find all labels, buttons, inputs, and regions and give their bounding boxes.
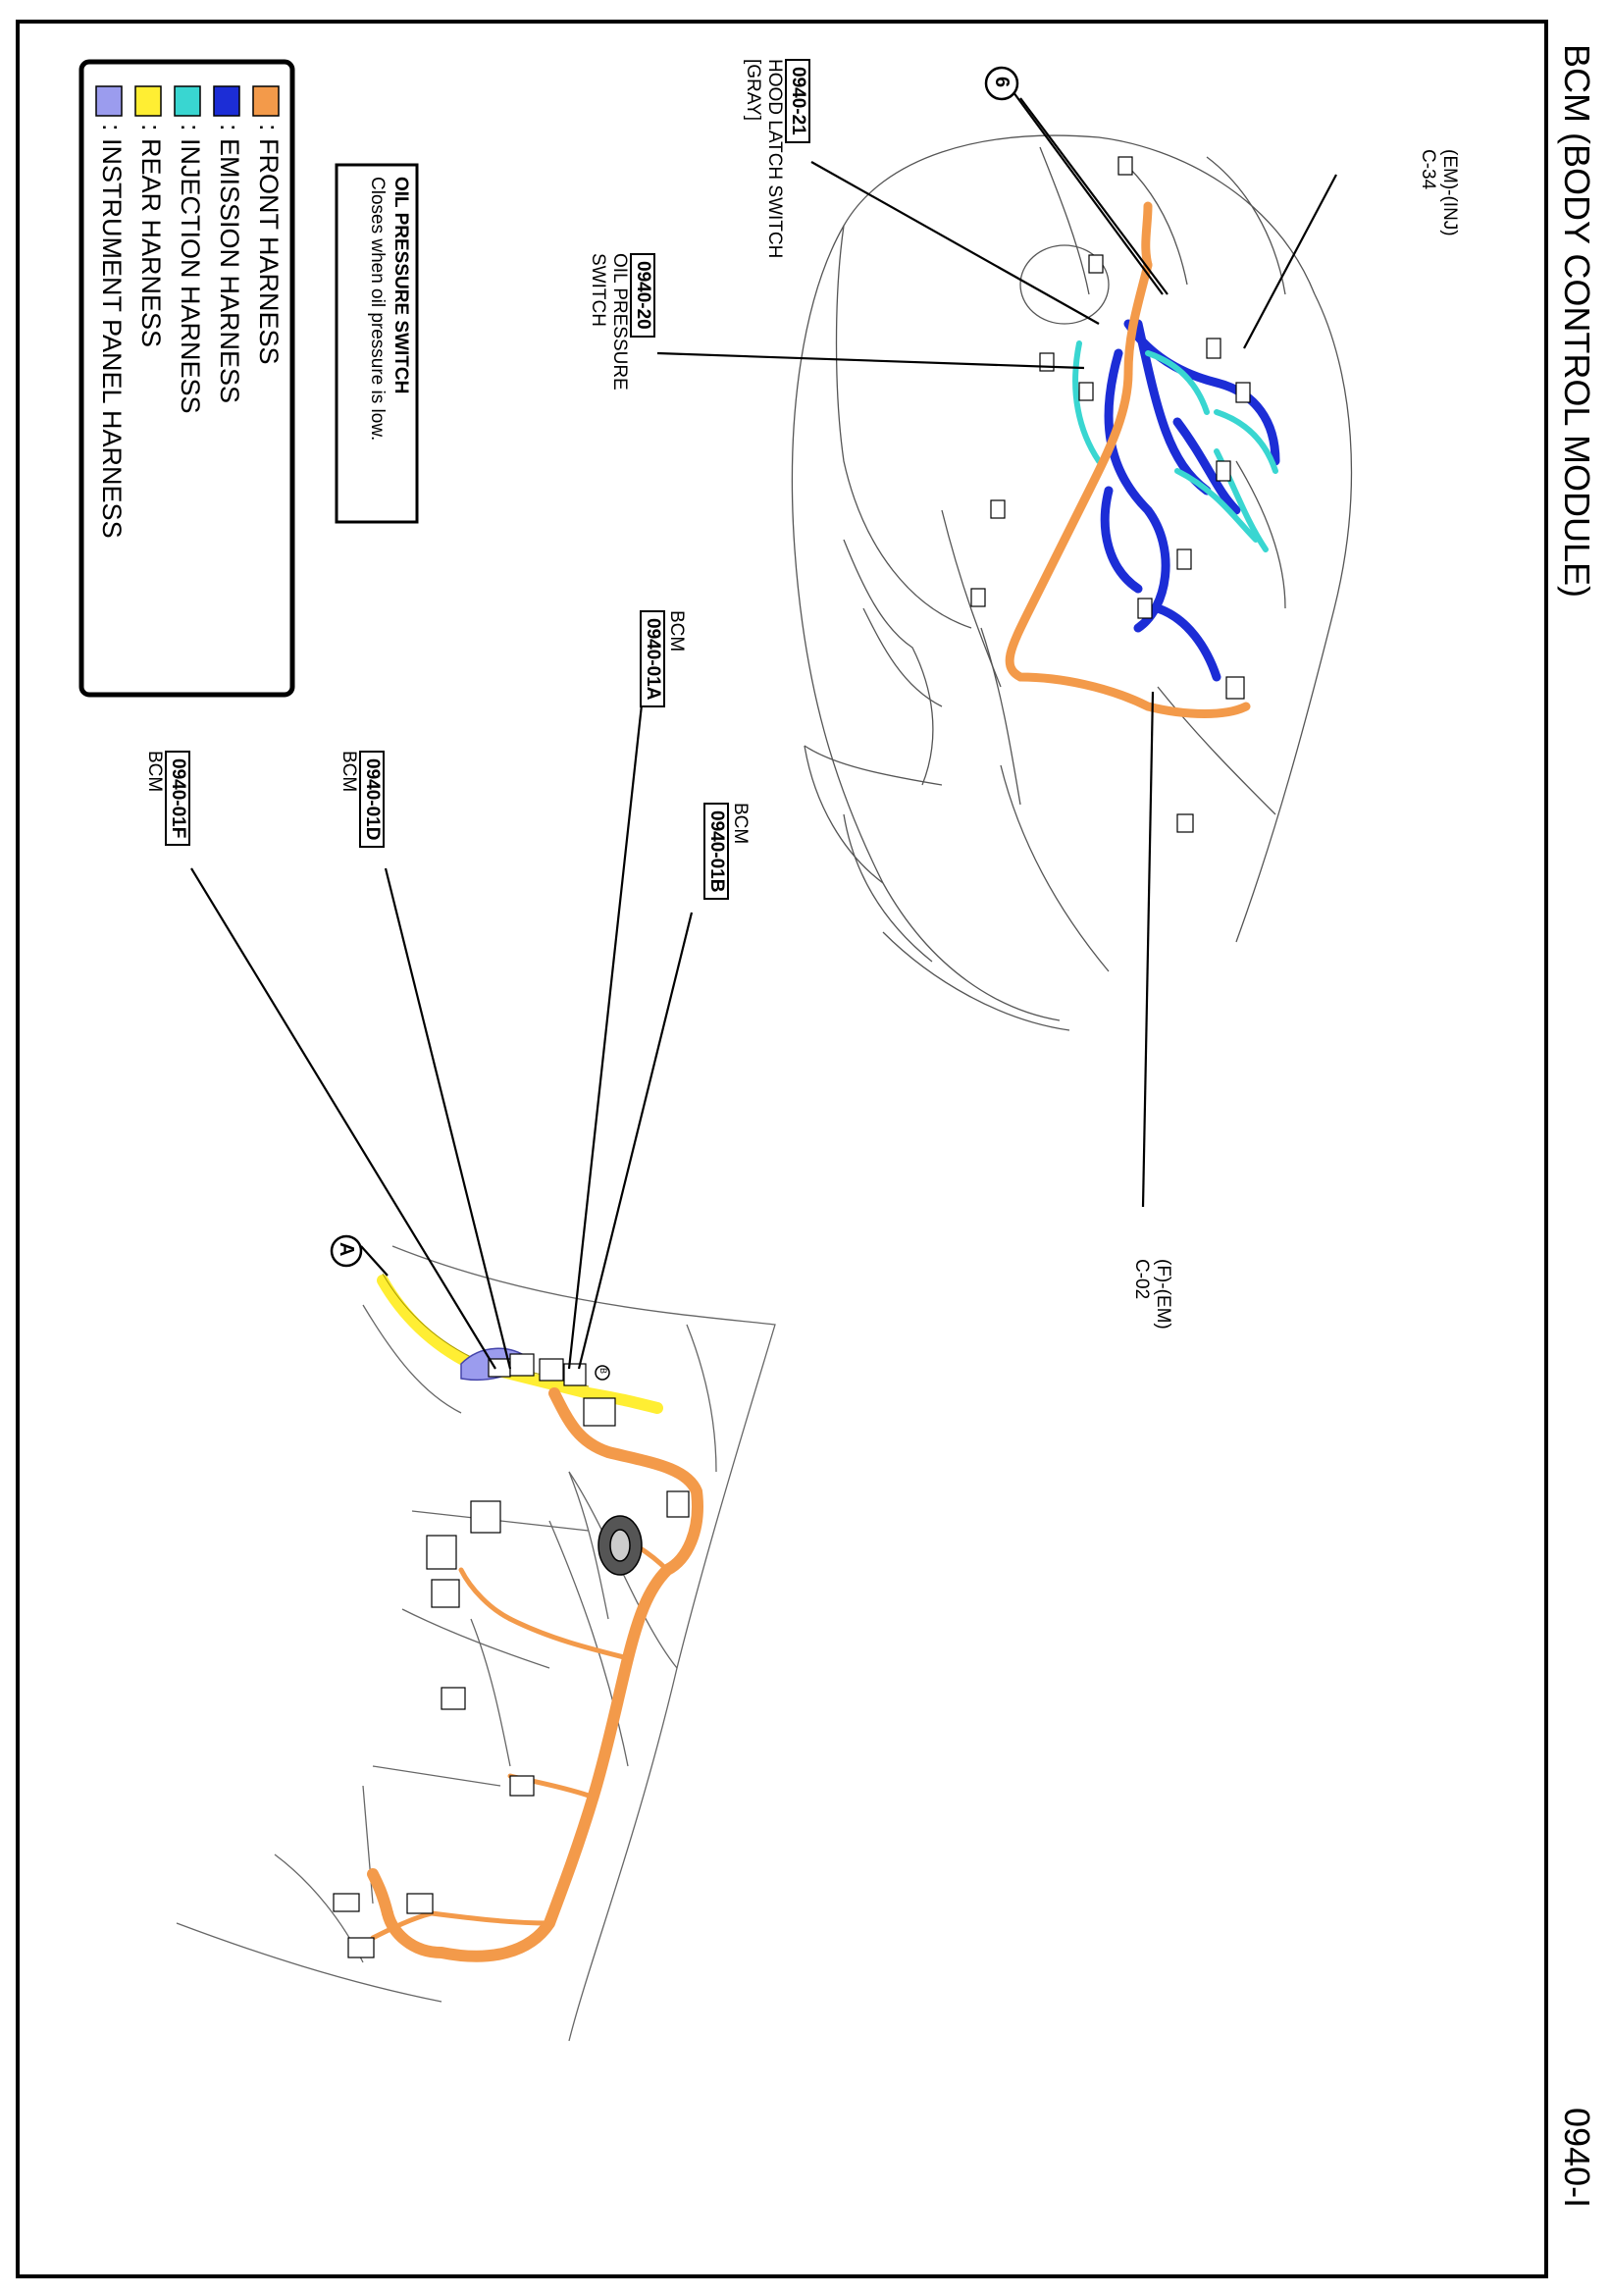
rear-harness-wire <box>377 1275 663 1414</box>
callout-0940-01D-name: BCM <box>338 751 359 793</box>
swatch-injection-harness <box>174 85 201 117</box>
legend-label-instrument-harness: : INSTRUMENT PANEL HARNESS <box>97 124 127 539</box>
callout-0940-20-line2: SWITCH <box>588 253 608 327</box>
ip-connectors <box>333 1353 690 1958</box>
front-harness-engine-wires <box>1005 201 1251 718</box>
engine-connectors <box>970 156 1251 833</box>
callout-c02-line1: (F)-(EM) <box>1153 1259 1173 1330</box>
marker-circles <box>330 66 1019 1381</box>
page-frame <box>16 20 1548 2278</box>
leader-0940-01B <box>577 912 694 1370</box>
callout-c34-line2: C-34 <box>1418 149 1438 190</box>
connector-code-0940-01F: 0940-01F <box>165 751 190 847</box>
callout-0940-01F: 0940-01F BCM <box>143 751 190 847</box>
leader-0940-20 <box>656 351 1085 370</box>
legend-label-rear-harness: : REAR HARNESS <box>136 124 166 348</box>
leader-marker-a <box>360 1245 389 1277</box>
leader-lines <box>190 87 1337 1370</box>
page-title: BCM (BODY CONTROL MODULE) <box>1557 44 1597 599</box>
legend-swatches <box>95 85 280 117</box>
legend-box <box>78 59 295 698</box>
grommet <box>597 1515 643 1576</box>
connector-code-0940-01D: 0940-01D <box>359 751 385 849</box>
leader-marker-6b <box>1019 97 1169 295</box>
callout-0940-01A-name: BCM <box>666 610 687 652</box>
front-harness-ip-wire <box>367 1387 703 1962</box>
callout-0940-20: 0940-20 OIL PRESSURE SWITCH <box>587 253 655 391</box>
leader-0940-01A <box>567 686 646 1370</box>
callout-0940-21-line2: [GRAY] <box>743 59 763 121</box>
callout-0940-21: 0940-21 HOOD LATCH SWITCH [GRAY] <box>742 59 810 258</box>
leader-0940-01F <box>190 867 496 1370</box>
leader-0940-01D <box>384 867 512 1370</box>
note-box <box>335 163 419 524</box>
front-harness-branches <box>370 1528 670 1941</box>
legend-label-emission-harness: : EMISSION HARNESS <box>215 124 244 404</box>
note-text: OIL PRESSURE SWITCH Closes when oil pres… <box>365 177 412 441</box>
marker-a-label: A <box>336 1242 357 1257</box>
callout-0940-01B: BCM 0940-01B <box>703 803 751 901</box>
connector-code-0940-01A: 0940-01A <box>640 610 665 708</box>
swatch-front-harness <box>252 85 280 117</box>
marker-a-circle <box>330 1234 363 1268</box>
callout-0940-20-line1: OIL PRESSURE <box>609 253 630 391</box>
legend-label-injection-harness: : INJECTION HARNESS <box>176 124 205 414</box>
connector-code-0940-21: 0940-21 <box>785 59 810 143</box>
callout-0940-21-line1: HOOD LATCH SWITCH <box>764 59 785 259</box>
callout-0940-01F-name: BCM <box>144 751 165 793</box>
callout-0940-01D: 0940-01D BCM <box>338 751 385 849</box>
leader-c34 <box>1243 174 1337 349</box>
leader-c02 <box>1141 691 1155 1208</box>
marker-b-label: B <box>598 1368 608 1375</box>
marker-6-label: 6 <box>991 77 1013 88</box>
leader-marker-6 <box>1010 87 1164 295</box>
callout-c34: (EM)-(INJ) C-34 <box>1417 149 1460 236</box>
marker-b-circle <box>595 1365 610 1381</box>
legend-list: : FRONT HARNESS : EMISSION HARNESS : INJ… <box>92 124 288 539</box>
connector-code-0940-20: 0940-20 <box>630 253 655 338</box>
marker-6-circle <box>984 66 1019 101</box>
swatch-emission-harness <box>213 85 240 117</box>
callout-c02-line2: C-02 <box>1131 1259 1152 1300</box>
engine-bay-outline <box>791 134 1353 1031</box>
note-body: Closes when oil pressure is low. <box>367 177 388 442</box>
callout-c34-line1: (EM)-(INJ) <box>1439 149 1460 236</box>
callout-0940-01A: BCM 0940-01A <box>640 610 687 708</box>
note-title: OIL PRESSURE SWITCH <box>390 177 411 394</box>
connector-code-0940-01B: 0940-01B <box>703 803 729 901</box>
callout-0940-01B-name: BCM <box>730 803 751 845</box>
leader-0940-21 <box>810 161 1100 325</box>
callout-c02: (F)-(EM) C-02 <box>1130 1259 1173 1330</box>
swatch-instrument-harness <box>95 85 123 117</box>
swatch-rear-harness <box>134 85 162 117</box>
legend-label-front-harness: : FRONT HARNESS <box>254 124 284 365</box>
page-number: 0940-I <box>1557 2108 1597 2209</box>
